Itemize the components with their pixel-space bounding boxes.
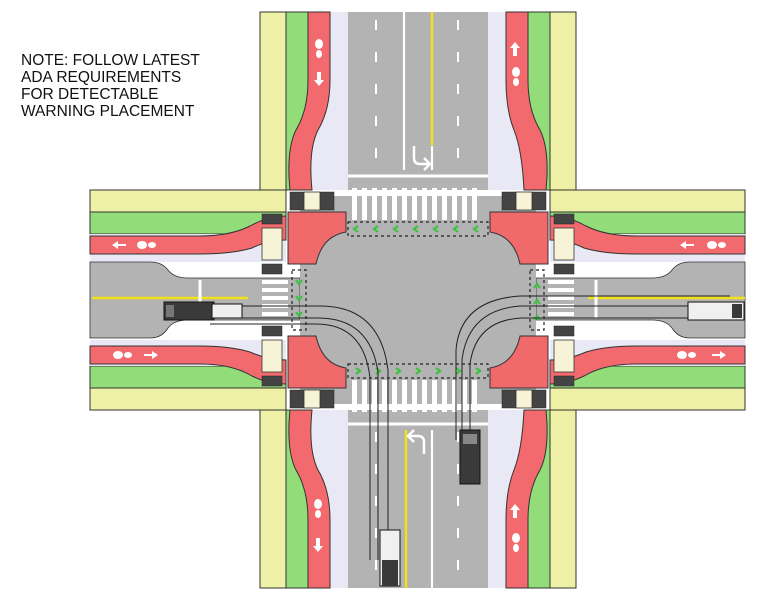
- corner-island-north-west: [287, 211, 347, 265]
- bike-crossings: [291, 221, 545, 379]
- left-turn-arrow-south: [410, 434, 426, 454]
- crosswalks: [262, 188, 574, 412]
- refuge-block: [553, 339, 575, 373]
- bike-symbol-icon: [510, 504, 520, 552]
- turn-arrows: [406, 146, 432, 454]
- bike-symbol-icon: [677, 351, 726, 359]
- detectable-warning-pads: [261, 191, 575, 409]
- warning-pad: [553, 325, 575, 337]
- ada-note-line: ADA REQUIREMENTS: [21, 69, 182, 86]
- sidewalk-west-north: [89, 189, 287, 213]
- warning-pad: [501, 389, 517, 409]
- warning-pad: [553, 375, 575, 387]
- bike-symbol-icon: [313, 499, 323, 552]
- sidewalk-north-west: [259, 11, 287, 191]
- corner-islands: [287, 211, 549, 389]
- truck-icon: [379, 529, 401, 587]
- bike-symbol-icon: [680, 241, 726, 249]
- ada-note: NOTE: FOLLOW LATEST ADA REQUIREMENTS FOR…: [21, 52, 261, 120]
- truck-icon: [163, 301, 243, 321]
- roadway-north: [348, 12, 488, 190]
- lane-markings: [92, 12, 745, 588]
- sidewalk-south-west: [259, 409, 287, 589]
- warning-pad: [553, 263, 575, 275]
- sidewalk-north-east: [549, 11, 577, 191]
- bike-crossing-east: [529, 269, 545, 331]
- truck-icon: [687, 301, 745, 321]
- bike-lane-symbols: [112, 39, 726, 552]
- sidewalk-east-north: [549, 189, 746, 213]
- warning-pad: [531, 389, 547, 409]
- left-turn-arrow-south-head: [406, 429, 415, 443]
- refuge-blocks: [261, 191, 575, 409]
- bike-lane-north-east: [505, 11, 548, 191]
- bike-crossing-markers: [295, 225, 541, 375]
- sidewalk-west-south: [89, 387, 287, 411]
- corner-island-south-east: [489, 335, 549, 389]
- left-turn-arrow-north-head: [423, 157, 432, 171]
- crosswalk-south: [352, 380, 477, 412]
- bike-symbol-icon: [113, 351, 158, 359]
- refuge-block: [261, 227, 283, 261]
- warning-pad: [261, 263, 283, 275]
- bike-lane-south-east: [505, 409, 548, 589]
- warning-pad: [289, 389, 305, 409]
- bike-lane-east-north: [549, 215, 746, 255]
- vehicles: [163, 301, 745, 587]
- ada-note-line: NOTE: FOLLOW LATEST: [21, 52, 200, 69]
- warning-pad: [261, 213, 283, 225]
- corner-island-north-east: [489, 211, 549, 265]
- refuge-block: [261, 339, 283, 373]
- bike-crossing-north: [347, 221, 489, 237]
- warning-pad: [553, 213, 575, 225]
- corner-island-south-west: [287, 335, 347, 389]
- left-turn-arrow-north: [412, 146, 428, 166]
- refuge-block: [303, 389, 321, 409]
- refuge-block: [515, 191, 533, 211]
- refuge-block: [303, 191, 321, 211]
- bike-crossing-south: [347, 363, 489, 379]
- warning-pad: [261, 375, 283, 387]
- bike-lane-west-south: [89, 345, 287, 385]
- refuge-block: [553, 227, 575, 261]
- ada-note-line: FOR DETECTABLE: [21, 86, 159, 103]
- bike-symbol-icon: [314, 39, 324, 86]
- truck-icon: [459, 429, 481, 485]
- bike-crossing-west: [291, 269, 307, 331]
- warning-pad: [261, 325, 283, 337]
- warning-pad: [531, 191, 547, 211]
- crosswalk-north: [352, 188, 477, 220]
- bike-lane-east-south: [549, 345, 746, 385]
- warning-pad: [289, 191, 305, 211]
- bike-symbol-icon: [112, 241, 156, 249]
- warning-pad: [319, 389, 335, 409]
- sidewalk-east-south: [549, 387, 746, 411]
- bike-symbol-icon: [510, 42, 520, 86]
- ada-note-line: WARNING PLACEMENT: [21, 103, 195, 120]
- sidewalk-south-east: [549, 409, 577, 589]
- warning-pad: [501, 191, 517, 211]
- refuge-block: [515, 389, 533, 409]
- warning-pad: [319, 191, 335, 211]
- vehicle-turn-paths: [210, 295, 730, 560]
